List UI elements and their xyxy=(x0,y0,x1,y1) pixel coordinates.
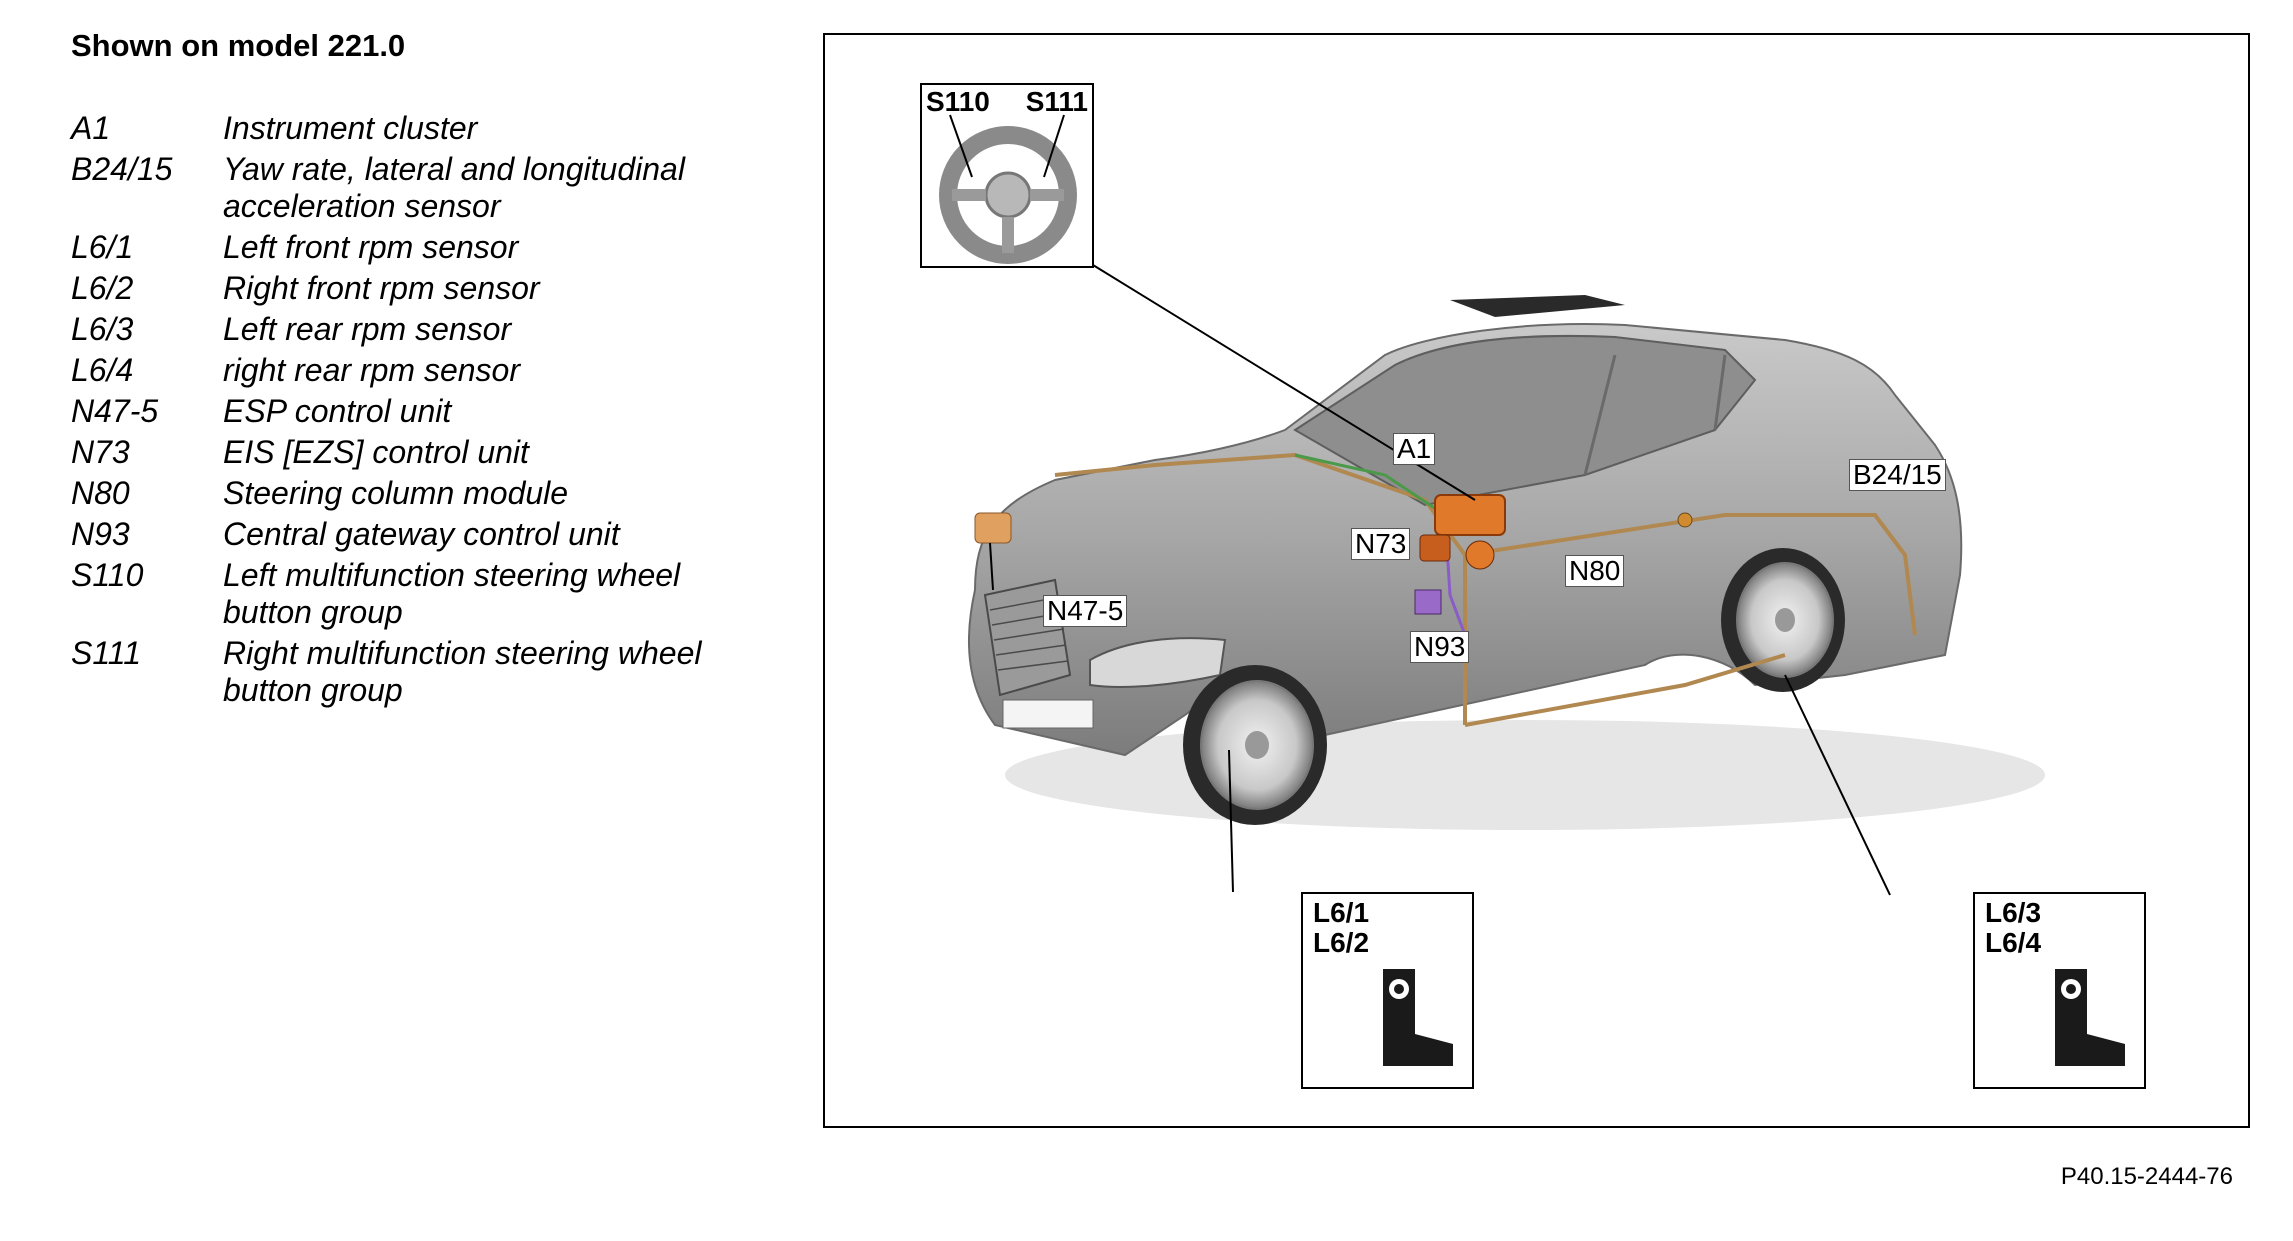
front-wheel xyxy=(1183,665,1327,825)
legend-desc: Central gateway control unit xyxy=(223,516,791,553)
legend-desc-line: button group xyxy=(223,594,403,630)
steering-inset: S110 S111 xyxy=(920,83,1094,268)
legend-desc-line: button group xyxy=(223,672,403,708)
legend-item: N93 Central gateway control unit xyxy=(71,516,791,553)
legend-item: N47-5 ESP control unit xyxy=(71,393,791,430)
n73-callout: N73 xyxy=(1351,528,1410,560)
b24-component xyxy=(1678,513,1692,527)
ground-shadow xyxy=(1005,720,2045,830)
legend-code: L6/4 xyxy=(71,352,223,389)
legend-code: B24/15 xyxy=(71,151,223,225)
legend-desc: Left front rpm sensor xyxy=(223,229,791,266)
legend-code: L6/2 xyxy=(71,270,223,307)
legend-code: L6/1 xyxy=(71,229,223,266)
legend-code: N80 xyxy=(71,475,223,512)
legend-code: N93 xyxy=(71,516,223,553)
legend-desc: Steering column module xyxy=(223,475,791,512)
legend-item: L6/2 Right front rpm sensor xyxy=(71,270,791,307)
page-title: Shown on model 221.0 xyxy=(71,28,405,64)
license-plate xyxy=(1003,700,1093,728)
legend-desc: Right front rpm sensor xyxy=(223,270,791,307)
n73-component xyxy=(1420,535,1450,561)
a1-component xyxy=(1435,495,1505,535)
legend-desc-line: ESP control unit xyxy=(223,393,451,429)
a1-callout: A1 xyxy=(1393,433,1435,465)
legend-code: N47-5 xyxy=(71,393,223,430)
legend-desc-line: Central gateway control unit xyxy=(223,516,620,552)
legend-item: A1 Instrument cluster xyxy=(71,110,791,147)
sunroof xyxy=(1450,295,1625,317)
n47-callout: N47-5 xyxy=(1043,595,1127,627)
front-rpm-sensor-inset: L6/1 L6/2 xyxy=(1301,892,1474,1089)
legend-desc-line: Right front rpm sensor xyxy=(223,270,540,306)
component-legend: A1 Instrument cluster B24/15 Yaw rate, l… xyxy=(71,110,791,713)
rpm-sensor-icon xyxy=(1975,894,2145,1089)
vehicle-diagram: S110 S111 L6/1 L6/2 L6/3 L6/4 xyxy=(823,33,2250,1128)
figure-id: P40.15-2444-76 xyxy=(2061,1163,2233,1191)
rear-rpm-sensor-inset: L6/3 L6/4 xyxy=(1973,892,2146,1089)
legend-desc-line: acceleration sensor xyxy=(223,188,500,224)
legend-desc-line: Yaw rate, lateral and longitudinal xyxy=(223,151,685,187)
legend-code: N73 xyxy=(71,434,223,471)
legend-desc-line: Left front rpm sensor xyxy=(223,229,518,265)
n93-component xyxy=(1415,590,1441,614)
n47-component xyxy=(975,513,1011,543)
legend-desc: Left rear rpm sensor xyxy=(223,311,791,348)
legend-desc-line: Steering column module xyxy=(223,475,568,511)
n80-callout: N80 xyxy=(1565,555,1624,587)
legend-desc-line: Left rear rpm sensor xyxy=(223,311,511,347)
legend-desc-line: Instrument cluster xyxy=(223,110,477,146)
n80-component xyxy=(1466,541,1494,569)
legend-desc: right rear rpm sensor xyxy=(223,352,791,389)
legend-item: N80 Steering column module xyxy=(71,475,791,512)
legend-desc: ESP control unit xyxy=(223,393,791,430)
legend-code: S110 xyxy=(71,557,223,631)
legend-desc: EIS [EZS] control unit xyxy=(223,434,791,471)
legend-desc-line: Left multifunction steering wheel xyxy=(223,557,680,593)
b24-callout: B24/15 xyxy=(1849,459,1946,491)
legend-desc-line: Right multifunction steering wheel xyxy=(223,635,701,671)
legend-item: B24/15 Yaw rate, lateral and longitudina… xyxy=(71,151,791,225)
legend-desc-line: right rear rpm sensor xyxy=(223,352,520,388)
legend-item: L6/3 Left rear rpm sensor xyxy=(71,311,791,348)
legend-item: L6/4 right rear rpm sensor xyxy=(71,352,791,389)
legend-code: S111 xyxy=(71,635,223,709)
legend-item: N73 EIS [EZS] control unit xyxy=(71,434,791,471)
legend-desc-line: EIS [EZS] control unit xyxy=(223,434,529,470)
rpm-sensor-icon xyxy=(1303,894,1473,1089)
steering-wheel-icon xyxy=(922,85,1092,265)
legend-desc: Instrument cluster xyxy=(223,110,791,147)
legend-code: L6/3 xyxy=(71,311,223,348)
legend-code: A1 xyxy=(71,110,223,147)
n93-callout: N93 xyxy=(1410,631,1469,663)
legend-item: L6/1 Left front rpm sensor xyxy=(71,229,791,266)
